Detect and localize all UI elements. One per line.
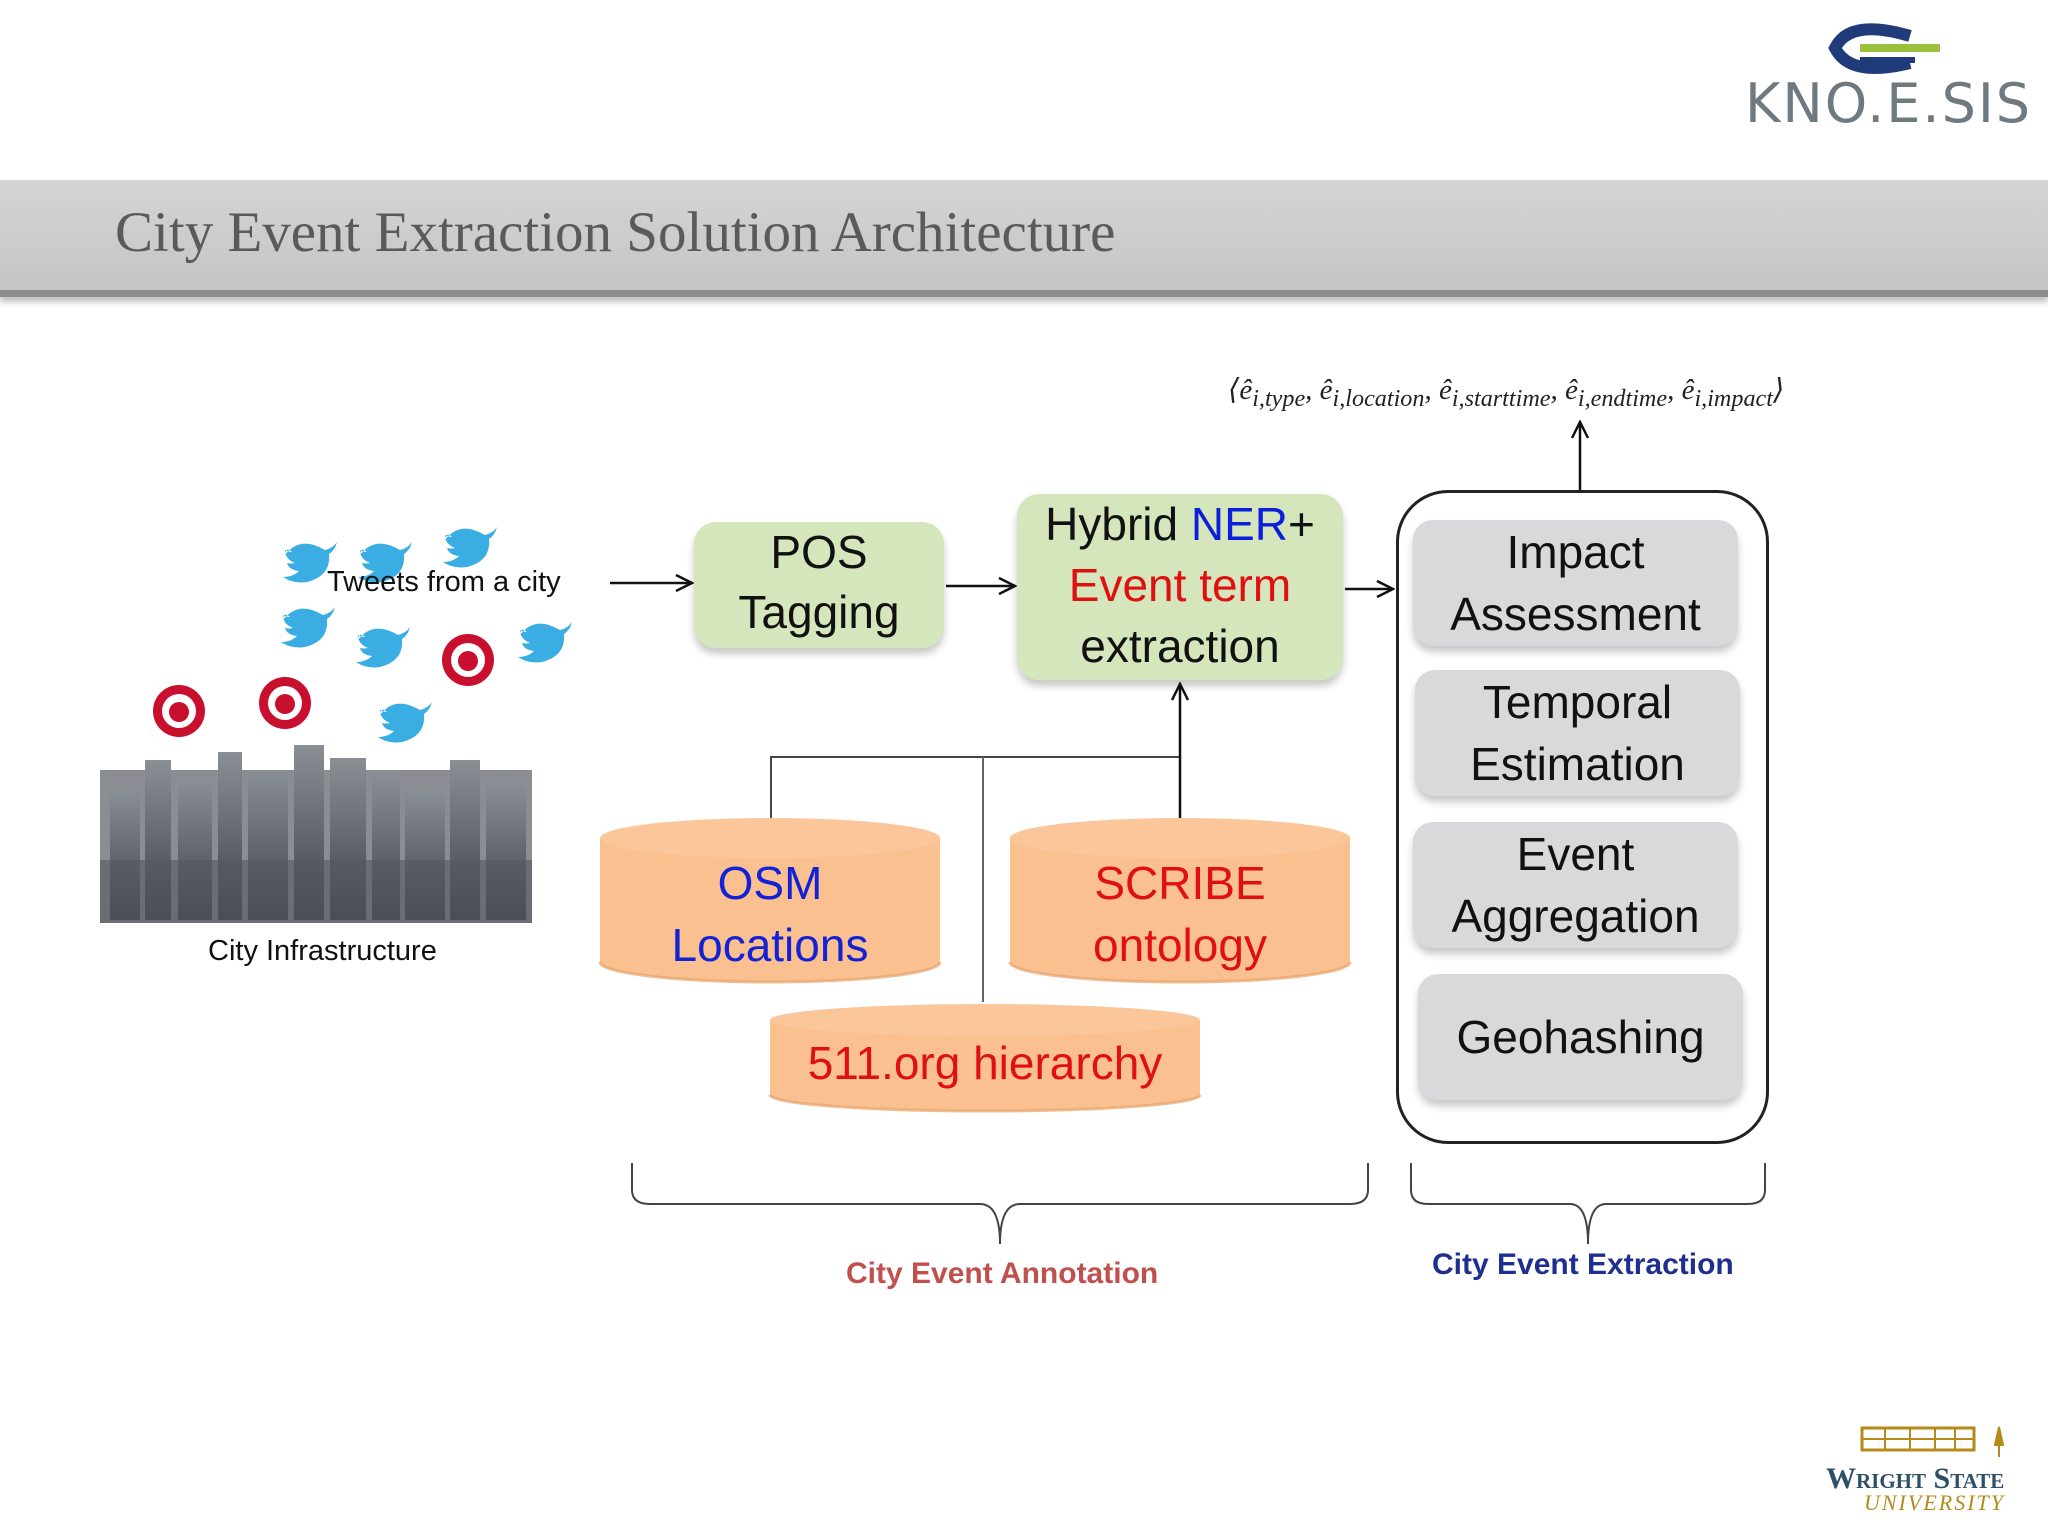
knoesis-wordmark: KNO.E.SIS [1745, 72, 2033, 135]
pos-tagging-box: POS Tagging [694, 522, 944, 648]
red-bird-badges [153, 634, 494, 737]
twitter-bird-icon [283, 542, 337, 583]
org511-cylinder [768, 1004, 1202, 1113]
twitter-bird-icon [378, 702, 432, 743]
red-bird-badge-icon [259, 677, 311, 729]
extraction-text: extraction [1080, 620, 1280, 672]
slide-title: City Event Extraction Solution Architect… [115, 201, 1116, 264]
kb-connector [770, 756, 1180, 822]
aggregation-line2: Aggregation [1451, 890, 1700, 942]
temporal-line2: Estimation [1470, 738, 1685, 790]
aggregation-line1: Event [1516, 828, 1635, 880]
impact-line1: Impact [1506, 526, 1645, 578]
osm-label: OSM Locations [600, 852, 940, 976]
geohashing-line1: Geohashing [1456, 1011, 1705, 1063]
knoesis-logo [1740, 8, 2040, 128]
output-tuple-formula: ⟨êi,type, êi,location, êi,starttime, êi,… [1228, 374, 1785, 412]
scribe-line1: SCRIBE [1094, 857, 1266, 909]
ner-line1-prefix: Hybrid [1045, 498, 1191, 550]
ner-line1-suffix: + [1287, 498, 1315, 550]
ner-line1: Hybrid NER+ [1017, 494, 1343, 555]
pos-tagging-line1: POS [770, 526, 868, 578]
knoesis-emblem-icon [1828, 23, 1940, 74]
osm-line2: Locations [671, 919, 869, 971]
wsu-subtitle: UNIVERSITY [1864, 1490, 2005, 1515]
twitter-bird-icon [281, 607, 335, 648]
twitter-bird-icon [518, 622, 572, 663]
scribe-line2: ontology [1093, 919, 1267, 971]
title-band [0, 180, 2048, 297]
wsu-emblem-icon [1860, 1426, 2005, 1457]
twitter-bird-icon [358, 542, 412, 583]
twitter-bird-icon [356, 627, 410, 668]
pos-tagging-line2: Tagging [738, 586, 900, 638]
wsu-wordmark: Wright State [1826, 1462, 2005, 1495]
geohashing-box: Geohashing [1418, 974, 1743, 1100]
annotation-brace [631, 1163, 1369, 1245]
event-term-text: Event term [1068, 559, 1292, 611]
temporal-line1: Temporal [1482, 676, 1673, 728]
red-bird-badge-icon [153, 685, 205, 737]
city-event-annotation-label: City Event Annotation [846, 1257, 1159, 1290]
ner-highlight: NER [1190, 498, 1288, 550]
osm-line1: OSM [717, 857, 823, 909]
twitter-bird-icon [443, 527, 497, 568]
impact-line2: Assessment [1450, 588, 1701, 640]
city-infrastructure-label: City Infrastructure [208, 935, 437, 967]
red-bird-badge-icon [442, 634, 494, 686]
twitter-bird-icons [281, 527, 572, 743]
tweets-label: Tweets from a city [327, 566, 561, 598]
scribe-label: SCRIBE ontology [1010, 852, 1350, 976]
hybrid-ner-box: Hybrid NER+ Event term extraction [1017, 494, 1343, 680]
osm-cylinder [598, 818, 942, 984]
city-skyline-icon [100, 745, 532, 923]
scribe-cylinder [1008, 818, 1352, 984]
extraction-brace [1410, 1163, 1766, 1245]
city-event-extraction-label: City Event Extraction [1432, 1248, 1734, 1281]
org511-label: 511.org hierarchy [807, 1037, 1163, 1089]
